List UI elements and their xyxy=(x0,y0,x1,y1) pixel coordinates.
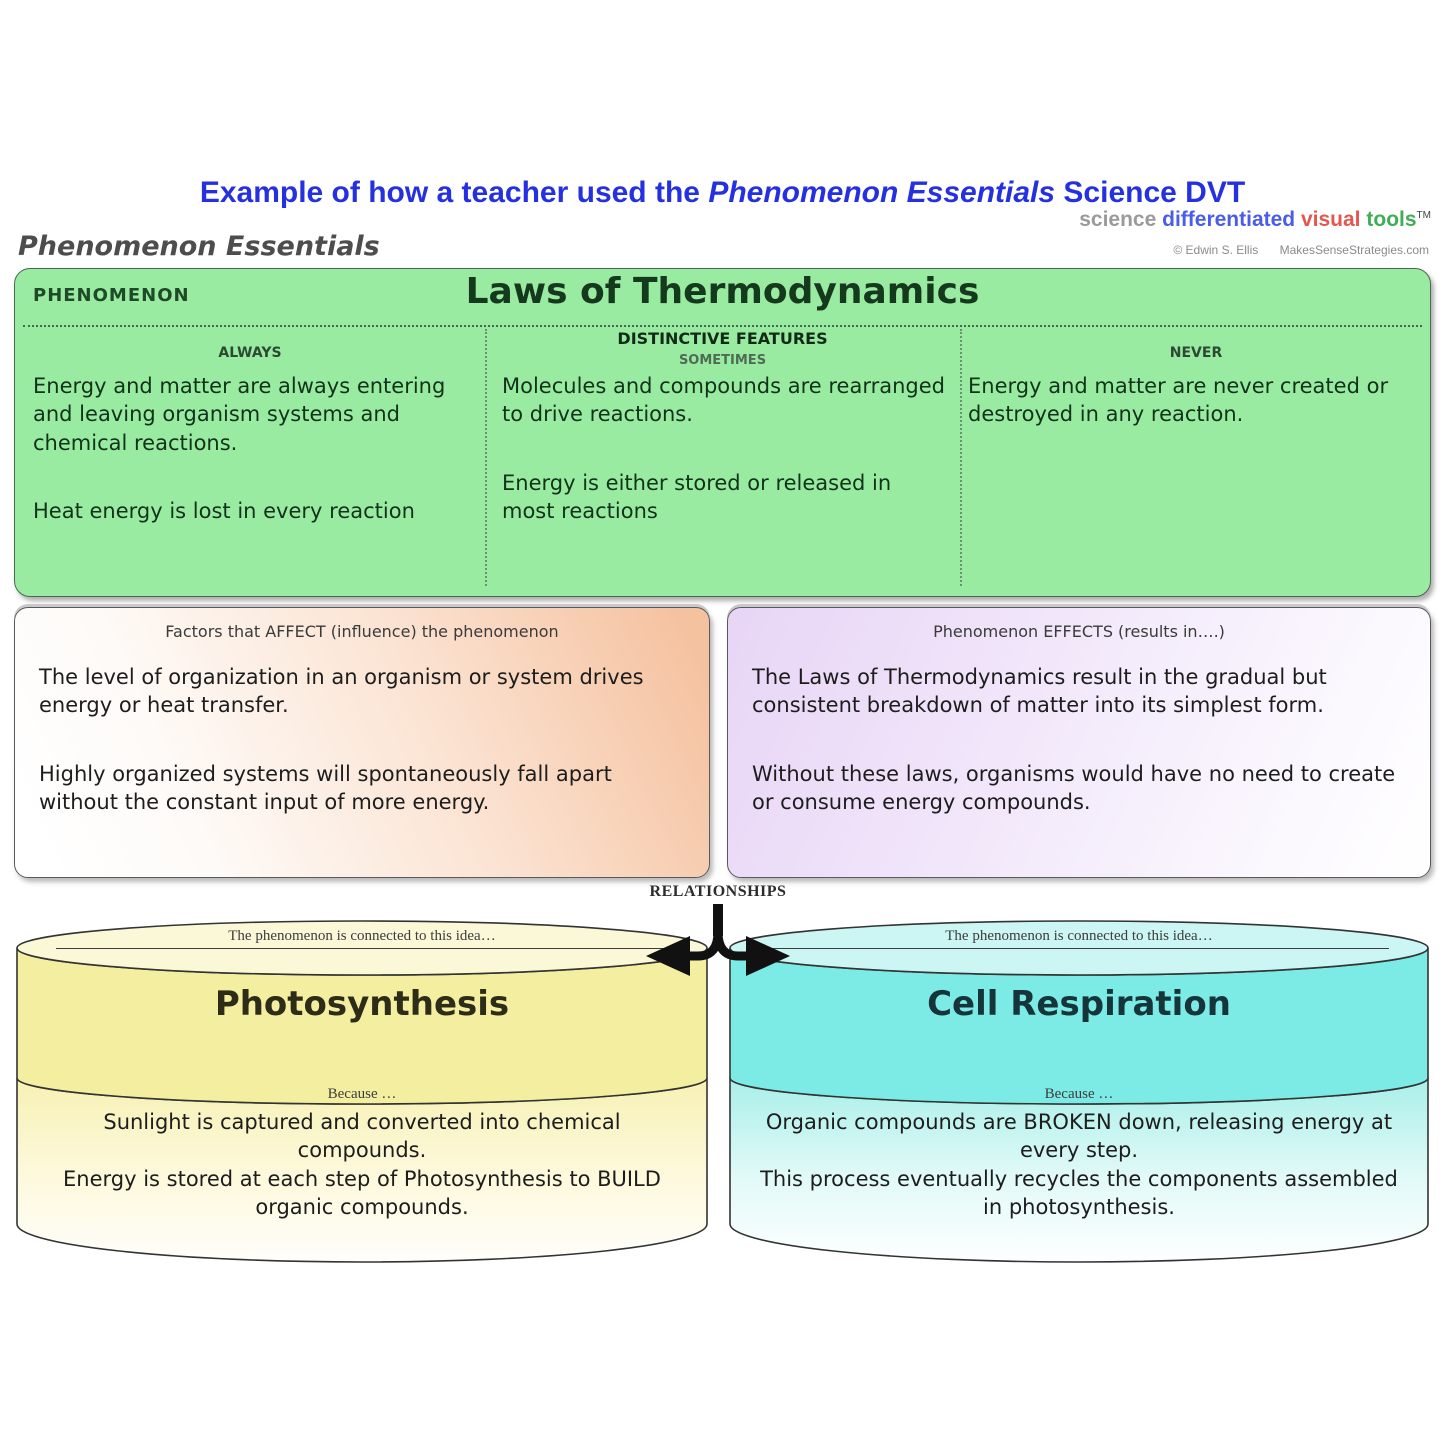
always-paragraph-2: Heat energy is lost in every reaction xyxy=(33,499,415,524)
brand-word-science: science xyxy=(1079,208,1157,231)
photosynthesis-cylinder: The phenomenon is connected to this idea… xyxy=(14,918,710,1266)
document-label: Phenomenon Essentials xyxy=(18,231,380,262)
factors-affect-text: The level of organization in an organism… xyxy=(39,663,685,816)
always-header: ALWAYS xyxy=(218,345,282,361)
connected-idea-caption-left: The phenomenon is connected to this idea… xyxy=(55,928,669,949)
sometimes-header: SOMETIMES xyxy=(678,353,767,368)
effects-paragraph-2: Without these laws, organisms would have… xyxy=(752,761,1396,815)
page-title-suffix: Science DVT xyxy=(1055,176,1246,209)
effects-paragraph-1: The Laws of Thermodynamics result in the… xyxy=(752,665,1327,718)
never-column-text: Energy and matter are never created or d… xyxy=(968,372,1420,429)
photosynthesis-line-2: Energy is stored at each step of Photosy… xyxy=(63,1166,661,1220)
phenomenon-box: PHENOMENON Laws of Thermodynamics ALWAYS… xyxy=(14,268,1431,597)
photosynthesis-title: Photosynthesis xyxy=(214,984,510,1024)
never-header: NEVER xyxy=(1169,345,1223,361)
sometimes-column-text: Molecules and compounds are rearranged t… xyxy=(502,372,950,525)
phenomenon-effects-text: The Laws of Thermodynamics result in the… xyxy=(752,663,1406,816)
never-paragraph-1: Energy and matter are never created or d… xyxy=(968,374,1389,427)
photosynthesis-line-1: Sunlight is captured and converted into … xyxy=(103,1110,621,1163)
sometimes-paragraph-2: Energy is either stored or released in m… xyxy=(502,470,892,524)
relationship-arrows-icon xyxy=(646,904,790,976)
page-title-prefix: Example of how a teacher used the xyxy=(199,176,709,209)
always-column-text: Energy and matter are always entering an… xyxy=(33,372,481,525)
cell-respiration-explanation: Organic compounds are BROKEN down, relea… xyxy=(755,1108,1403,1221)
copyright-line: © Edwin S. Ellis MakesSenseStrategies.co… xyxy=(1155,243,1429,257)
dotted-divider-vertical-2 xyxy=(960,329,962,586)
phenomenon-label: PHENOMENON xyxy=(33,285,190,306)
brand-word-tools: tools xyxy=(1366,208,1417,231)
photosynthesis-explanation: Sunlight is captured and converted into … xyxy=(42,1108,682,1221)
dotted-divider-vertical-1 xyxy=(485,329,487,586)
cylinder-shape-right xyxy=(729,920,1429,1263)
factors-affect-header: Factors that AFFECT (influence) the phen… xyxy=(165,622,559,641)
because-label-right: Because … xyxy=(1044,1086,1114,1102)
factors-affect-box: Factors that AFFECT (influence) the phen… xyxy=(14,607,710,878)
phenomenon-effects-header: Phenomenon EFFECTS (results in….) xyxy=(933,622,1225,641)
trademark-symbol: TM xyxy=(1416,210,1431,221)
sometimes-paragraph-1: Molecules and compounds are rearranged t… xyxy=(502,374,945,427)
brand-word-differentiated: differentiated xyxy=(1162,208,1296,231)
distinctive-features-header: DISTINCTIVE FEATURES xyxy=(617,329,828,348)
phenomenon-title: Laws of Thermodynamics xyxy=(465,271,980,312)
because-label-left: Because … xyxy=(327,1086,397,1102)
connected-idea-caption-right: The phenomenon is connected to this idea… xyxy=(769,928,1389,949)
brand-logo: science differentiated visual toolsTM xyxy=(1079,208,1431,232)
affect-paragraph-1: The level of organization in an organism… xyxy=(39,665,644,718)
relationships-label: RELATIONSHIPS xyxy=(649,883,787,900)
page-title: Example of how a teacher used the Phenom… xyxy=(0,176,1445,210)
cylinder-shape-left xyxy=(16,920,708,1263)
affect-paragraph-2: Highly organized systems will spontaneou… xyxy=(39,761,612,815)
always-paragraph-1: Energy and matter are always entering an… xyxy=(33,374,446,455)
dotted-divider-horizontal xyxy=(23,325,1422,327)
cell-respiration-title: Cell Respiration xyxy=(927,984,1231,1024)
copyright-author: © Edwin S. Ellis xyxy=(1173,243,1259,257)
brand-word-visual: visual xyxy=(1300,208,1361,231)
cell-respiration-line-2: This process eventually recycles the com… xyxy=(760,1166,1398,1220)
cell-respiration-cylinder: The phenomenon is connected to this idea… xyxy=(727,918,1431,1266)
phenomenon-effects-box: Phenomenon EFFECTS (results in….) The La… xyxy=(727,607,1431,878)
page-title-italic: Phenomenon Essentials xyxy=(708,176,1056,209)
copyright-website: MakesSenseStrategies.com xyxy=(1279,243,1429,257)
cell-respiration-line-1: Organic compounds are BROKEN down, relea… xyxy=(765,1110,1393,1163)
